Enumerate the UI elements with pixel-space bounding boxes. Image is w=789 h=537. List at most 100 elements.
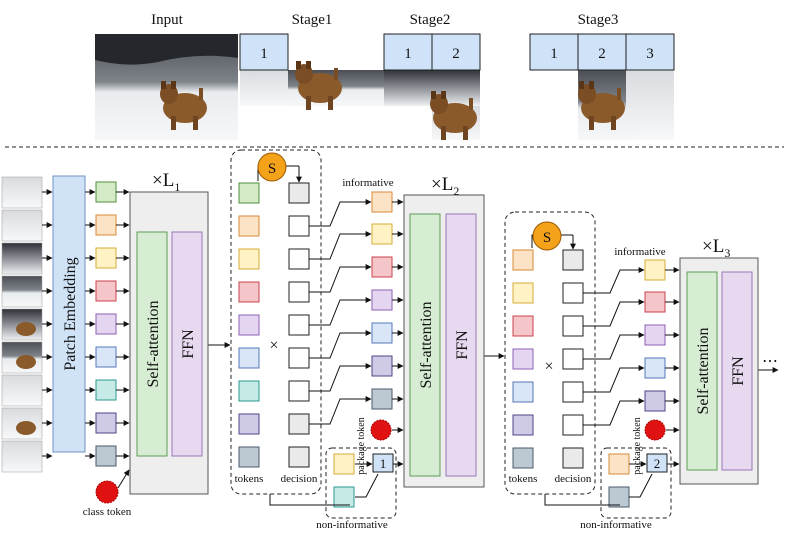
selector2-noninfo-line	[544, 494, 620, 506]
input-patches	[1, 176, 43, 473]
selector2-multiply: ×	[544, 358, 553, 375]
non-informative-to-package-line-2	[629, 473, 653, 498]
input-patch-dog	[16, 322, 36, 336]
selector2-route	[583, 301, 640, 327]
package-token-1	[372, 453, 394, 473]
informative-label-2: informative	[614, 246, 665, 258]
selector2-token	[512, 348, 534, 370]
embedded-token	[95, 379, 117, 401]
selector1-route	[309, 201, 370, 227]
input-image	[95, 34, 238, 140]
input-patch-thumb	[1, 374, 43, 407]
selector1-decision-box	[288, 314, 310, 336]
stage3-patch-3	[625, 33, 675, 71]
informative-token	[371, 388, 393, 410]
package-token-1-label: 1	[380, 456, 387, 471]
informative-token-2	[644, 259, 666, 281]
selector2-token	[512, 282, 534, 304]
selector2-route	[583, 400, 640, 426]
selector1-token	[238, 248, 260, 270]
informative-label-1: informative	[342, 177, 393, 189]
embedded-token	[95, 247, 117, 269]
input-patch-thumb	[1, 176, 43, 209]
selector2-decision-box	[562, 447, 584, 469]
non-informative-token-2	[608, 486, 630, 508]
top-row: Input Stage1 Stage2 Stage3 1 1 2	[95, 12, 675, 140]
non-informative-box-2	[600, 447, 672, 519]
package-token-2	[646, 453, 668, 473]
block3-attn-label: Self-attention	[695, 327, 712, 414]
selector1-route	[309, 266, 370, 293]
block1-repeat: ×L1	[152, 170, 180, 194]
selector2-decision-label: decision	[555, 473, 592, 485]
block2-repeat: ×L2	[431, 174, 459, 198]
selector1-route	[309, 299, 370, 326]
input-patch-thumb	[1, 440, 43, 473]
patch-embedding: Patch Embedding	[52, 175, 86, 453]
stage3-image: 1 2 3	[529, 33, 675, 140]
selector1-decision-box	[288, 413, 310, 435]
selector2-route	[583, 269, 640, 294]
selector2-decision-box	[562, 381, 584, 403]
stage2-patch-2-label: 2	[452, 46, 460, 62]
selector1-route	[309, 332, 370, 359]
stage2-label: Stage2	[410, 12, 451, 28]
informative-token	[371, 322, 393, 344]
block1-attn-label: Self-attention	[145, 300, 162, 387]
informative-token-2	[644, 357, 666, 379]
selector2-s-icon	[532, 221, 562, 251]
transformer-block-1: Self-attention FFN ×L1	[129, 170, 209, 495]
selector2-decision-box	[562, 315, 584, 337]
package-token-label-2: package token	[632, 417, 643, 474]
selector1-decision-box	[288, 281, 310, 303]
stage1-image: 1	[239, 33, 384, 110]
stage1-patch-1	[239, 33, 289, 71]
input-label: Input	[151, 12, 183, 28]
selector1-decision-box	[288, 248, 310, 270]
stage2-image: 1 2	[383, 33, 481, 140]
class-token-label: class token	[83, 506, 132, 518]
selector2-token	[512, 381, 534, 403]
transformer-block-3: Self-attention FFN ×L3	[679, 236, 759, 485]
block1-ffn-label: FFN	[180, 329, 197, 359]
informative-token-2	[644, 390, 666, 412]
informative-token-2	[644, 291, 666, 313]
package-token-2-label: 2	[654, 456, 661, 471]
selector2-s-label: S	[543, 230, 551, 246]
stage3-label: Stage3	[578, 12, 619, 28]
selector1-route	[309, 365, 370, 392]
embedded-token	[95, 214, 117, 236]
informative-token	[371, 223, 393, 245]
input-patch-thumb	[1, 275, 43, 308]
selector2-decision-box	[562, 414, 584, 436]
selector1-decision-box	[288, 215, 310, 237]
token-selector-2: S × tokens decision	[504, 211, 596, 495]
stage2-patch-1-label: 1	[404, 46, 412, 62]
selector1-token	[238, 314, 260, 336]
selector1-token	[238, 446, 260, 468]
selector1-token	[238, 215, 260, 237]
stage3-patch-3-label: 3	[646, 46, 654, 62]
block2-ffn-label: FFN	[454, 330, 471, 360]
selector1-decision-box	[288, 380, 310, 402]
selector1-route	[309, 398, 370, 425]
selector1-s-icon	[257, 152, 287, 182]
embedded-token	[95, 181, 117, 203]
input-patch-dog	[16, 355, 36, 369]
informative-token	[371, 191, 393, 213]
stage2-patch-1	[383, 33, 433, 71]
selector1-token	[238, 182, 260, 204]
selector2-token	[512, 249, 534, 271]
informative-token-2	[644, 324, 666, 346]
selector1-noninfo-line	[269, 494, 350, 506]
class-token-arrow	[117, 469, 130, 489]
selector2-token	[512, 414, 534, 436]
non-informative-box-1	[325, 447, 397, 519]
non-informative-token	[333, 453, 355, 475]
embedded-token	[95, 412, 117, 434]
input-patch-thumb	[1, 209, 43, 242]
informative-token	[371, 256, 393, 278]
selector2-route	[583, 367, 640, 393]
non-informative-token	[333, 486, 355, 508]
